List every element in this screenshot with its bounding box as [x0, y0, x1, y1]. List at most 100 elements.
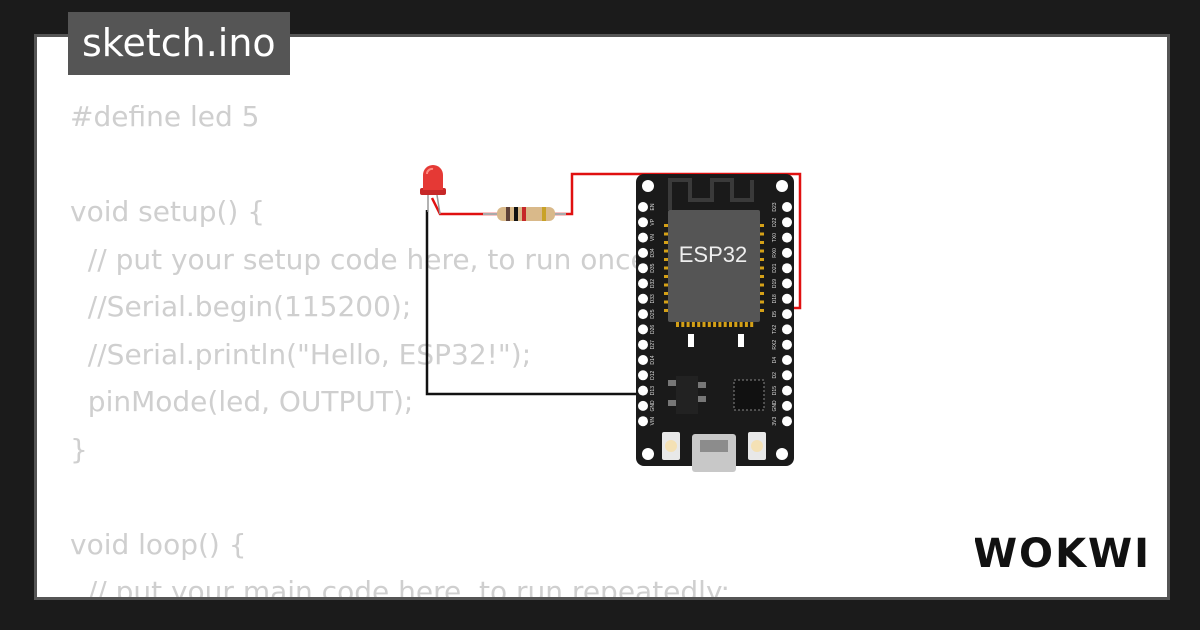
left-pin-label: D13 — [650, 386, 656, 395]
chip-pad — [664, 258, 668, 261]
right-pin[interactable] — [782, 385, 792, 396]
right-pin[interactable] — [782, 247, 792, 258]
left-pin-label: D26 — [650, 325, 656, 334]
right-pin[interactable] — [782, 309, 792, 320]
left-pin[interactable] — [638, 324, 648, 335]
right-pin[interactable] — [782, 416, 792, 427]
code-line: //Serial.begin(115200); — [70, 290, 412, 323]
right-pin-label: D5 — [772, 311, 778, 318]
chip-pad — [760, 249, 764, 253]
left-pin-label: D33 — [650, 294, 656, 303]
right-pin[interactable] — [782, 293, 792, 304]
left-pin[interactable] — [638, 232, 648, 243]
esp32-board-icon[interactable]: ESP32 ENVPVND34D35D32D33D25D26D27D14D12D… — [636, 174, 794, 472]
chip-pad — [702, 322, 706, 327]
chip-pad — [691, 322, 695, 327]
chip-pad — [760, 258, 764, 261]
chip-pad — [760, 241, 764, 244]
right-pin[interactable] — [782, 217, 792, 228]
esp32-label: ESP32 — [679, 242, 748, 267]
code-line: } — [70, 432, 88, 466]
left-pin-label: D27 — [650, 340, 656, 349]
left-pin-label: D34 — [650, 248, 656, 257]
chip-pad — [760, 275, 764, 278]
chip-pad — [664, 300, 668, 304]
left-pin[interactable] — [638, 202, 648, 212]
left-pin[interactable] — [638, 263, 648, 274]
left-pin[interactable] — [638, 400, 648, 411]
right-pin-label: D4 — [772, 357, 778, 364]
led-icon[interactable] — [420, 165, 446, 215]
chip-pad — [750, 322, 754, 327]
left-pin[interactable] — [638, 217, 648, 228]
chip-pad — [729, 322, 732, 327]
chip-pad — [760, 292, 764, 295]
right-pin[interactable] — [782, 324, 792, 335]
right-pin[interactable] — [782, 355, 792, 365]
chip-pad — [697, 322, 701, 327]
right-pin-label: D23 — [772, 202, 778, 211]
right-pin-label: TX0 — [772, 233, 778, 242]
chip-pad — [760, 266, 764, 270]
chip-pad — [760, 283, 764, 287]
left-pin[interactable] — [638, 309, 648, 320]
chip-pad — [739, 322, 743, 327]
chip-pad — [664, 249, 668, 253]
left-pin[interactable] — [638, 370, 648, 381]
right-pin-label: RX2 — [772, 340, 778, 350]
right-pin-label: D19 — [772, 279, 778, 288]
chip-pad — [681, 322, 685, 327]
right-pin-label: D21 — [772, 263, 778, 272]
file-title-tab[interactable]: sketch.ino — [68, 12, 290, 75]
code-line: pinMode(led, OUTPUT); — [70, 385, 414, 418]
right-pin-label: D2 — [772, 372, 778, 379]
right-pin[interactable] — [782, 202, 792, 212]
chip-pad — [744, 322, 748, 327]
right-pin-label: TX2 — [772, 325, 778, 334]
chip-pad — [664, 292, 668, 295]
left-pin[interactable] — [638, 355, 648, 365]
left-pin-label: D14 — [650, 355, 656, 364]
right-pin-label: 3V3 — [772, 417, 778, 426]
chip-pad — [664, 275, 668, 278]
code-line: void setup() { — [70, 195, 266, 228]
left-pin-label: D35 — [650, 263, 656, 272]
chip-pad — [760, 232, 764, 236]
right-pin[interactable] — [782, 263, 792, 274]
left-pin[interactable] — [638, 247, 648, 258]
right-pin[interactable] — [782, 339, 792, 350]
left-pin-label: D25 — [650, 309, 656, 318]
left-pin[interactable] — [638, 385, 648, 396]
right-pin[interactable] — [782, 400, 792, 411]
code-line: void loop() { — [70, 527, 247, 561]
left-pin-label: VIN — [650, 417, 656, 426]
chip-pad — [760, 224, 764, 227]
wire-led-gnd — [425, 210, 646, 396]
svg-text:WOKWI: WOKWI — [975, 531, 1150, 577]
right-pin-label: GND — [772, 400, 778, 412]
left-pin-label: VN — [650, 234, 656, 241]
code-line: //Serial.println("Hello, ESP32!"); — [70, 337, 532, 371]
right-pin-label: D18 — [772, 294, 778, 303]
chip-pad — [734, 322, 738, 327]
left-pin[interactable] — [638, 293, 648, 304]
chip-pad — [664, 266, 668, 270]
right-pin[interactable] — [782, 232, 792, 243]
chip-pad — [664, 309, 668, 312]
code-line: // put your main code here, to run repea… — [70, 575, 730, 600]
resistor-icon[interactable] — [483, 207, 566, 221]
left-pin[interactable] — [638, 416, 648, 427]
chip-pad — [760, 300, 764, 304]
left-pin-label: EN — [650, 203, 656, 210]
left-pin[interactable] — [638, 278, 648, 289]
chip-pad — [664, 283, 668, 287]
right-pin[interactable] — [782, 370, 792, 381]
chip-pad — [676, 322, 679, 327]
right-pin[interactable] — [782, 278, 792, 289]
chip-pad — [664, 241, 668, 244]
chip-pad — [718, 322, 722, 327]
chip-pad — [664, 232, 668, 236]
left-pin[interactable] — [638, 339, 648, 350]
